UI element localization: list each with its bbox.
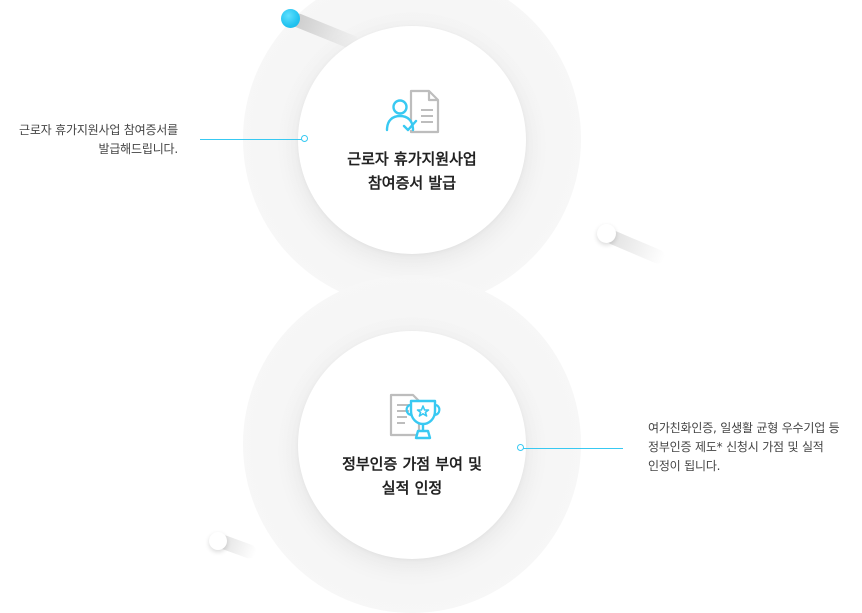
decorative-orb-blue xyxy=(281,9,300,28)
connector-line xyxy=(522,448,623,449)
connector-line xyxy=(200,139,303,140)
benefit-title: 근로자 휴가지원사업 참여증서 발급 xyxy=(347,150,477,192)
decorative-orb-white xyxy=(597,224,616,243)
benefit-title: 정부인증 가점 부여 및 실적 인정 xyxy=(342,455,482,497)
benefit-card-certificate: 근로자 휴가지원사업 참여증서 발급 xyxy=(298,26,526,254)
award-trophy-icon xyxy=(389,393,441,440)
connector-node xyxy=(517,444,524,451)
decorative-orb-white xyxy=(209,532,227,550)
certificate-person-icon xyxy=(385,89,440,134)
connector-node xyxy=(301,135,308,142)
benefit-description: 여가친화인증, 일생활 균형 우수기업 등 정부인증 제도* 신청시 가점 및 … xyxy=(648,421,840,473)
benefit-card-government-certification: 정부인증 가점 부여 및 실적 인정 xyxy=(298,331,526,559)
benefit-description: 근로자 휴가지원사업 참여증서를 발급해드립니다. xyxy=(19,123,178,156)
